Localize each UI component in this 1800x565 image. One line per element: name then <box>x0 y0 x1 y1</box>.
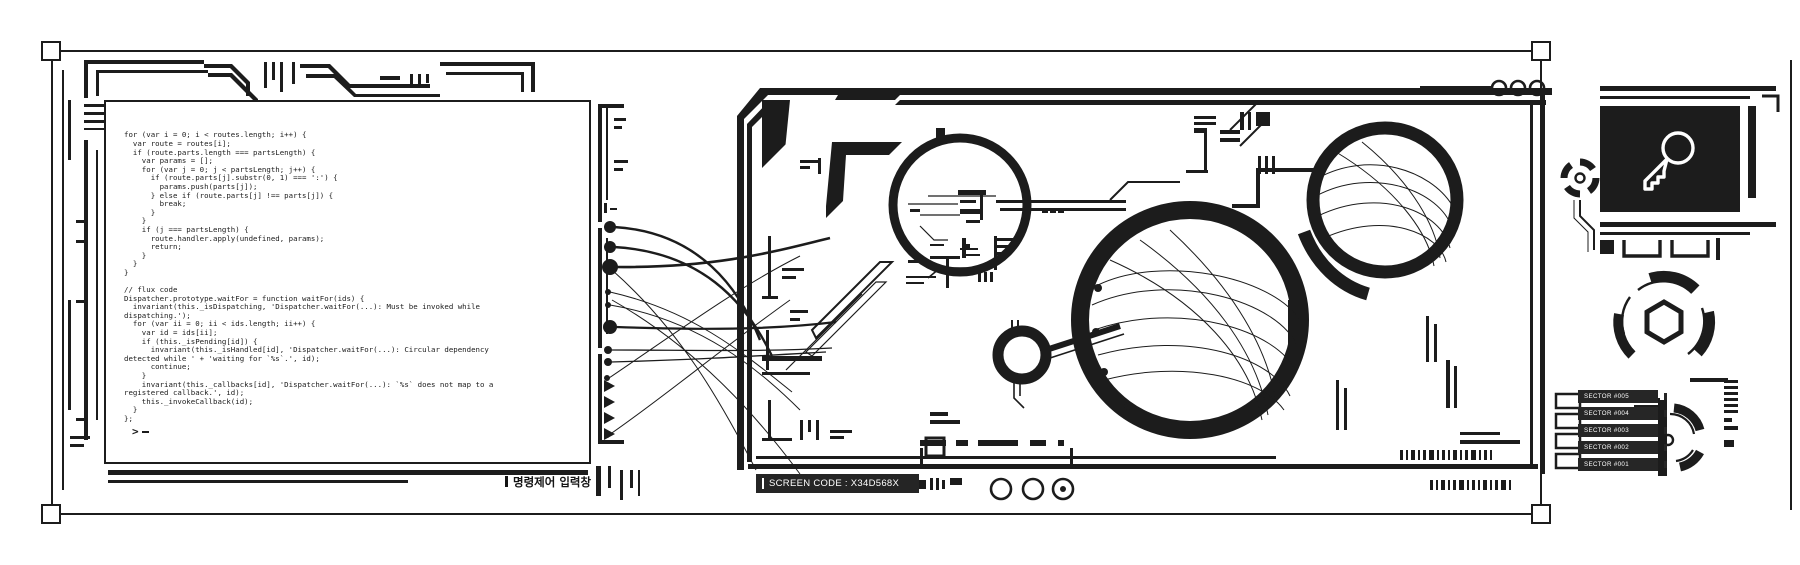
sector-item[interactable]: SECTOR #004 <box>1578 407 1667 420</box>
prompt-symbol: > <box>132 425 139 438</box>
sector-item[interactable]: SECTOR #005 <box>1578 390 1667 403</box>
key-icon <box>1643 131 1695 191</box>
sector-label: SECTOR #002 <box>1584 444 1630 451</box>
caption-bar-icon <box>505 476 508 487</box>
viewport-side-buttons <box>1554 392 1582 470</box>
sector-label: SECTOR #005 <box>1584 393 1630 400</box>
sector-marker-icon <box>1664 461 1667 468</box>
small-dial-gauge <box>1560 158 1600 198</box>
screen-code-text: SCREEN CODE : X34D568X <box>769 478 900 489</box>
sector-marker-icon <box>1664 393 1667 400</box>
left-outer-rails <box>62 70 71 490</box>
sector-marker-icon <box>1664 427 1667 434</box>
sector-label: SECTOR #003 <box>1584 427 1630 434</box>
prompt-cursor <box>141 431 149 433</box>
connector-node-web <box>602 203 837 475</box>
sector-item[interactable]: SECTOR #003 <box>1578 424 1667 437</box>
code-terminal-panel[interactable]: for (var i = 0; i < routes.length; i++) … <box>104 100 591 464</box>
sector-item[interactable]: SECTOR #001 <box>1578 458 1667 471</box>
badge-tick-icon <box>762 478 764 489</box>
viewport-barcode <box>1430 480 1511 490</box>
sector-label: SECTOR #004 <box>1584 410 1630 417</box>
code-content: for (var i = 0; i < routes.length; i++) … <box>124 130 494 423</box>
left-header-circuit <box>70 60 535 447</box>
terminal-caption-text: 명령제어 입력창 <box>513 475 592 489</box>
right-sidebar-art <box>1560 60 1792 510</box>
viewport-status-dots <box>989 477 1075 501</box>
hex-dial-gauge <box>1613 270 1716 359</box>
screen-code-badge: SCREEN CODE : X34D568X <box>756 474 919 493</box>
terminal-prompt[interactable]: > <box>132 425 149 438</box>
sector-item[interactable]: SECTOR #002 <box>1578 441 1667 454</box>
sector-list: SECTOR #005 SECTOR #004 SECTOR #003 SECT… <box>1578 390 1667 475</box>
sector-label: SECTOR #001 <box>1584 461 1630 468</box>
terminal-frame-decor <box>108 104 640 500</box>
sector-marker-icon <box>1664 444 1667 451</box>
terminal-caption: 명령제어 입력창 <box>505 474 591 490</box>
sector-marker-icon <box>1664 410 1667 417</box>
viewport-schematic <box>762 100 1520 466</box>
